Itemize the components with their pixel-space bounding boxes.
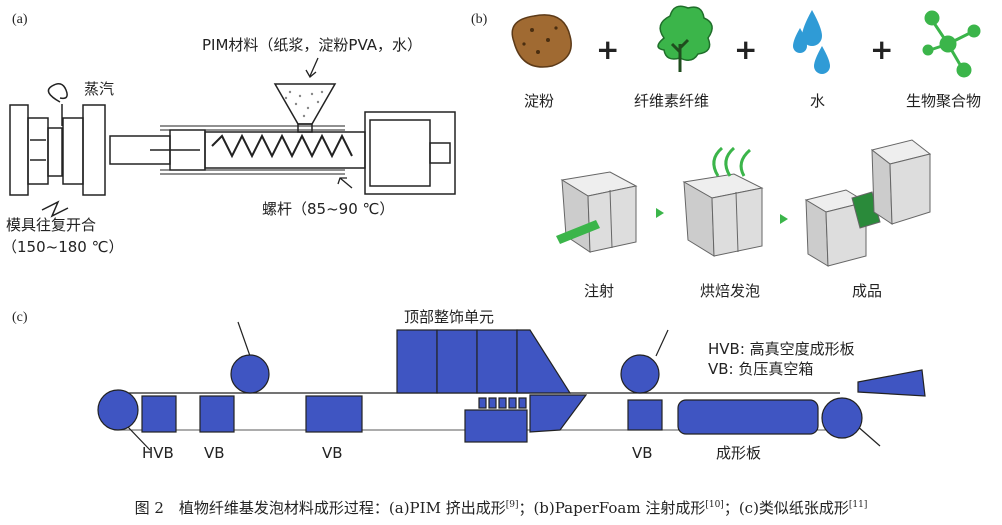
water-drops-icon <box>793 10 830 74</box>
injection-mold <box>556 171 638 253</box>
caption-ref-3: [11] <box>848 500 868 510</box>
step-product: 成品 <box>852 282 883 300</box>
top-unit-label: 顶部整饰单元 <box>404 308 495 326</box>
forming-board-label: 成形板 <box>716 444 762 462</box>
caption-ref-1: [9] <box>505 500 519 510</box>
panel-b-label: (b) <box>471 12 488 27</box>
ingredient-biopolymer: 生物聚合物 <box>906 92 982 110</box>
caption-mid2: ；(c)类似纸张成形 <box>723 499 849 517</box>
baking-mold <box>682 146 764 257</box>
screw-label: 螺杆（85~90 ℃） <box>262 200 395 218</box>
steam-label: 蒸汽 <box>84 80 115 98</box>
plus-sign-3: + <box>870 33 894 66</box>
ingredient-starch: 淀粉 <box>524 92 555 110</box>
pim-extruder-diagram <box>9 83 456 218</box>
mold-temp-label: （150~180 ℃） <box>2 238 124 256</box>
panel-a-label: (a) <box>12 12 28 27</box>
box-label-hvb: HVB <box>142 444 174 462</box>
hopper-material-dots <box>284 90 324 118</box>
mold-label: 模具往复开合 <box>6 216 97 234</box>
caption-ref-2: [10] <box>705 500 724 510</box>
finished-product <box>804 139 932 267</box>
pim-material-label: PIM材料（纸浆，淀粉PVA，水） <box>202 36 423 54</box>
cellulose-tree-icon <box>657 5 713 72</box>
plus-sign-1: + <box>596 33 620 66</box>
legend-vb: VB: 负压真空箱 <box>708 360 814 378</box>
step-baking: 烘焙发泡 <box>700 282 761 300</box>
box-label-vb-3: VB <box>632 444 653 462</box>
forming-line <box>97 321 926 451</box>
plus-sign-2: + <box>734 33 758 66</box>
caption-prefix: 图 2 植物纤维基发泡材料成形过程：(a)PIM 挤出成形 <box>134 499 506 517</box>
process-arrows <box>656 208 788 224</box>
starch-potato-icon <box>511 14 572 68</box>
panel-c-label: (c) <box>12 310 28 325</box>
figure-caption: 图 2 植物纤维基发泡材料成形过程：(a)PIM 挤出成形[9]；(b)Pape… <box>0 497 1002 518</box>
legend-hvb: HVB: 高真空度成形板 <box>708 340 855 358</box>
ingredient-cellulose: 纤维素纤维 <box>634 92 710 110</box>
ingredient-water: 水 <box>810 92 826 110</box>
biopolymer-molecule-icon <box>922 10 981 78</box>
box-label-vb-2: VB <box>322 444 343 462</box>
box-label-vb-1: VB <box>204 444 225 462</box>
caption-mid: ；(b)PaperFoam 注射成形 <box>518 499 706 517</box>
step-injection: 注射 <box>584 282 615 300</box>
